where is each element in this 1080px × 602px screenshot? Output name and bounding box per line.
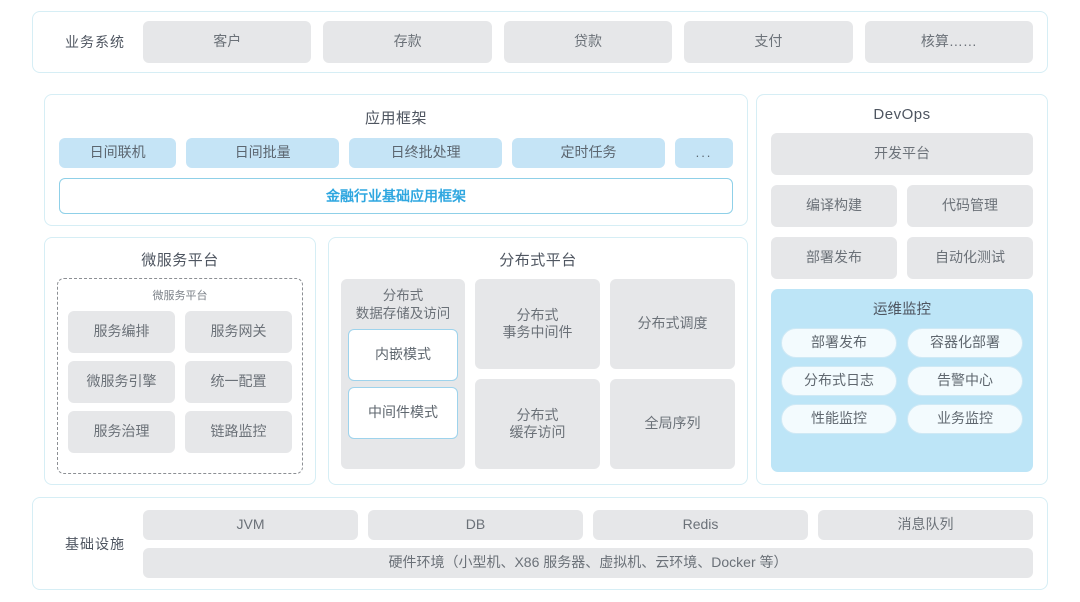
infrastructure-tiles: JVM DB Redis 消息队列 [143,509,1033,540]
infra-tile-jvm[interactable]: JVM [143,509,358,540]
microservice-subtitle: 微服务平台 [152,290,208,302]
distributed-storage-title: 分布式 数据存储及访问 [355,288,451,321]
ops-tile-business-monitoring[interactable]: 业务监控 [907,404,1023,434]
devops-tile-dev-platform[interactable]: 开发平台 [771,133,1033,175]
microservice-tile-orchestration[interactable]: 服务编排 [68,311,175,353]
distributed-tile-global-sequence[interactable]: 全局序列 [610,379,735,469]
appframe-tile-scheduled-task[interactable]: 定时任务 [512,138,665,168]
microservice-platform-title: 微服务平台 [141,252,219,269]
microservice-dashed-group: 微服务平台 服务编排 服务网关 微服务引擎 统一配置 服务治理 链路监控 [57,278,303,474]
business-tile-payment[interactable]: 支付 [684,21,853,63]
microservice-tiles: 服务编排 服务网关 微服务引擎 统一配置 服务治理 链路监控 [68,311,292,453]
ops-monitoring-tiles: 部署发布 容器化部署 分布式日志 告警中心 性能监控 业务监控 [781,328,1023,434]
distributed-platform-body: 分布式 数据存储及访问 内嵌模式 中间件模式 分布式 事务中间件 分布式调度 分… [341,279,735,469]
microservice-platform-panel: 微服务平台 微服务平台 服务编排 服务网关 微服务引擎 统一配置 服务治理 链路… [44,237,316,485]
infrastructure-hardware-row: 硬件环境（小型机、X86 服务器、虚拟机、云环境、Docker 等） [143,547,1033,578]
infra-tile-message-queue[interactable]: 消息队列 [818,509,1033,540]
microservice-tile-governance[interactable]: 服务治理 [68,411,175,453]
devops-tile-automated-testing[interactable]: 自动化测试 [907,237,1033,279]
ops-tile-performance-monitoring[interactable]: 性能监控 [781,404,897,434]
microservice-tile-engine[interactable]: 微服务引擎 [68,361,175,403]
distributed-platform-tiles: 分布式 事务中间件 分布式调度 分布式 缓存访问 全局序列 [475,279,735,469]
application-framework-panel: 应用框架 日间联机 日间批量 日终批处理 定时任务 ... 金融行业基础应用框架 [44,94,748,226]
devops-tile-compile-build[interactable]: 编译构建 [771,185,897,227]
infrastructure-label: 基础设施 [65,535,125,552]
devops-title: DevOps [873,106,931,123]
distributed-platform-panel: 分布式平台 分布式 数据存储及访问 内嵌模式 中间件模式 分布式 事务中间件 分… [328,237,748,485]
devops-panel: DevOps 开发平台 编译构建 代码管理 部署发布 自动化测试 运维监控 部署… [756,94,1048,485]
devops-tile-code-management[interactable]: 代码管理 [907,185,1033,227]
microservice-tile-gateway[interactable]: 服务网关 [185,311,292,353]
infra-tile-db[interactable]: DB [368,509,583,540]
ops-monitoring-title: 运维监控 [873,302,931,318]
infra-tile-redis[interactable]: Redis [593,509,808,540]
devops-tile-deploy-release[interactable]: 部署发布 [771,237,897,279]
business-tile-loan[interactable]: 贷款 [503,21,673,63]
appframe-tile-daytime-batch[interactable]: 日间批量 [186,138,340,168]
business-systems-label: 业务系统 [65,34,125,50]
business-tile-deposit[interactable]: 存款 [323,21,492,63]
distributed-tile-transaction-middleware[interactable]: 分布式 事务中间件 [475,279,600,369]
business-tile-customer[interactable]: 客户 [143,21,312,63]
distributed-tile-cache-access[interactable]: 分布式 缓存访问 [475,379,600,469]
infrastructure-panel: 基础设施 JVM DB Redis 消息队列 硬件环境（小型机、X86 服务器、… [32,497,1048,590]
appframe-tile-eod-batch[interactable]: 日终批处理 [349,138,503,168]
ops-tile-containerized-deploy[interactable]: 容器化部署 [907,328,1023,358]
business-systems-tiles: 客户 存款 贷款 支付 核算…… [143,21,1034,63]
distributed-storage-mode-embedded[interactable]: 内嵌模式 [348,329,458,382]
appframe-tile-daytime-online[interactable]: 日间联机 [59,138,177,168]
appframe-banner: 金融行业基础应用框架 [59,178,733,214]
appframe-tile-more[interactable]: ... [675,138,733,168]
ops-tile-deploy-release[interactable]: 部署发布 [781,328,897,358]
infrastructure-body: JVM DB Redis 消息队列 硬件环境（小型机、X86 服务器、虚拟机、云… [143,509,1033,578]
microservice-tile-trace-monitoring[interactable]: 链路监控 [185,411,292,453]
microservice-tile-unified-config[interactable]: 统一配置 [185,361,292,403]
application-framework-tiles: 日间联机 日间批量 日终批处理 定时任务 ... [59,138,733,168]
distributed-tile-scheduling[interactable]: 分布式调度 [610,279,735,369]
distributed-platform-title: 分布式平台 [499,252,577,269]
ops-tile-distributed-logs[interactable]: 分布式日志 [781,366,897,396]
business-systems-panel: 业务系统 客户 存款 贷款 支付 核算…… [32,11,1048,73]
distributed-storage-card[interactable]: 分布式 数据存储及访问 内嵌模式 中间件模式 [341,279,465,469]
ops-tile-alert-center[interactable]: 告警中心 [907,366,1023,396]
application-framework-title: 应用框架 [364,110,427,127]
ops-monitoring-panel: 运维监控 部署发布 容器化部署 分布式日志 告警中心 性能监控 业务监控 [771,289,1033,472]
devops-tiles: 编译构建 代码管理 部署发布 自动化测试 [771,185,1033,279]
distributed-storage-mode-middleware[interactable]: 中间件模式 [348,387,458,440]
infra-tile-hardware-environment[interactable]: 硬件环境（小型机、X86 服务器、虚拟机、云环境、Docker 等） [143,547,1033,578]
business-tile-accounting[interactable]: 核算…… [864,21,1034,63]
